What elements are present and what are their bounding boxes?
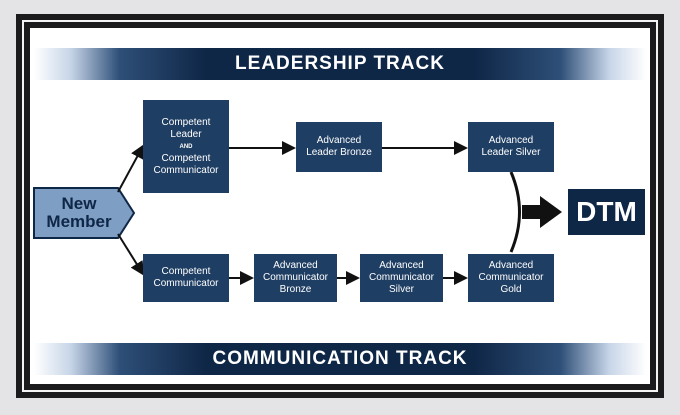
box-advanced-communicator-silver: Advanced Communicator Silver <box>360 254 443 302</box>
box-advanced-leader-silver: Advanced Leader Silver <box>468 122 554 172</box>
merge-curve <box>509 171 521 253</box>
arrow-to-communication-track <box>117 233 145 276</box>
box-advanced-communicator-gold: Advanced Communicator Gold <box>468 254 554 302</box>
competent-leader-text: Competent Leader <box>161 116 211 140</box>
leadership-track-title: LEADERSHIP TRACK <box>235 53 445 74</box>
communication-track-banner: COMMUNICATION TRACK <box>34 343 646 375</box>
box-advanced-communicator-bronze: Advanced Communicator Bronze <box>254 254 337 302</box>
dtm-label: DTM <box>576 196 637 227</box>
frame-inner-border <box>22 20 658 392</box>
dtm-box: DTM <box>568 189 645 235</box>
communication-track-title: COMMUNICATION TRACK <box>212 348 468 369</box>
new-member-shape <box>33 187 136 239</box>
dtm-arrow-shaft <box>522 205 542 219</box>
arrow-to-leader-track <box>117 144 144 193</box>
competent-communicator-text: Competent Communicator <box>153 152 219 176</box>
new-member-label: New Member <box>46 194 112 231</box>
box-advanced-leader-bronze: Advanced Leader Bronze <box>296 122 382 172</box>
leadership-track-banner: LEADERSHIP TRACK <box>34 48 646 80</box>
dtm-arrow-head <box>540 196 562 228</box>
box-competent-leader-and-communicator: Competent Leader AND Competent Communica… <box>143 100 229 193</box>
and-text: AND <box>179 143 193 150</box>
box-competent-communicator: Competent Communicator <box>143 254 229 302</box>
